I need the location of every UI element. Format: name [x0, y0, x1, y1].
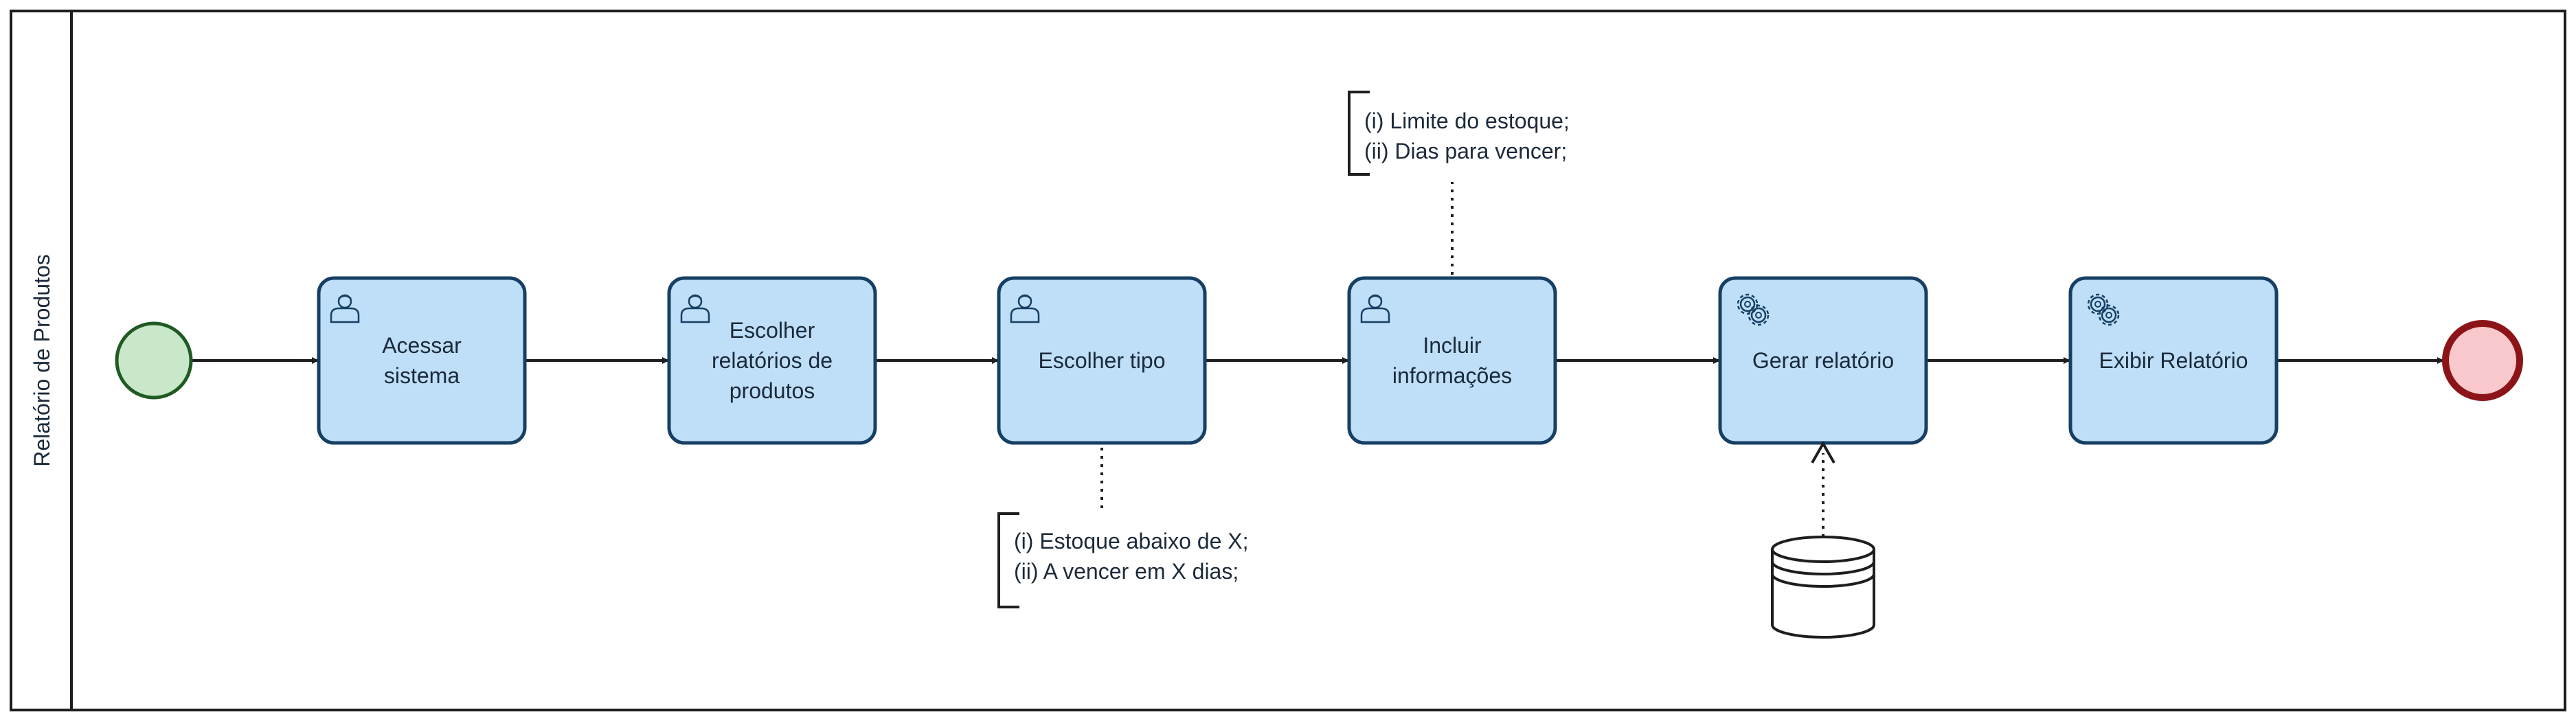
task-label: Escolher [730, 318, 815, 343]
task-box[interactable] [667, 276, 877, 445]
annotation-bottom-bracket [997, 512, 1019, 608]
annotation-bottom-line-2: (ii) A vencer em X dias; [1014, 559, 1239, 584]
association-arrowhead [1811, 440, 1835, 464]
task-label: informações [1392, 363, 1512, 388]
task-label: relatórios de [712, 348, 833, 373]
associations [1100, 182, 1824, 537]
task-box[interactable] [2068, 276, 2279, 445]
task-escolher-tipo[interactable]: Escolher tipo [997, 276, 1207, 445]
task-label: produtos [730, 378, 815, 403]
task-acessar[interactable]: Acessar sistema [317, 276, 527, 445]
task-incluir[interactable]: Incluir informações [1347, 276, 1557, 445]
task-label: Escolher tipo [1039, 348, 1166, 373]
tasks-group: Acessar sistema Escolher relatórios de produ… [317, 276, 2279, 445]
task-escolher-relatorios[interactable]: Escolher relatórios de produtos [667, 276, 877, 445]
annotation-top-line-2: (ii) Dias para vencer; [1364, 139, 1567, 163]
task-box[interactable] [997, 276, 1207, 445]
database-icon[interactable] [1771, 536, 1875, 639]
task-label: Acessar [382, 333, 462, 358]
task-box[interactable] [1347, 276, 1557, 445]
task-exibir[interactable]: Exibir Relatório [2068, 276, 2279, 445]
task-gerar[interactable]: Gerar relatório [1718, 276, 1928, 445]
end-event[interactable] [2442, 320, 2523, 401]
start-event[interactable] [115, 321, 193, 400]
annotation-top-line-1: (i) Limite do estoque; [1364, 108, 1570, 133]
annotation-top-bracket [1348, 91, 1370, 176]
annotation-bottom-line-1: (i) Estoque abaixo de X; [1014, 529, 1249, 553]
task-label: Exibir Relatório [2099, 348, 2248, 373]
task-label: Gerar relatório [1752, 348, 1894, 373]
task-label: sistema [384, 363, 460, 388]
task-box[interactable] [317, 276, 527, 445]
pool-label: Relatório de Produtos [30, 254, 54, 467]
task-label: Incluir [1423, 333, 1482, 358]
